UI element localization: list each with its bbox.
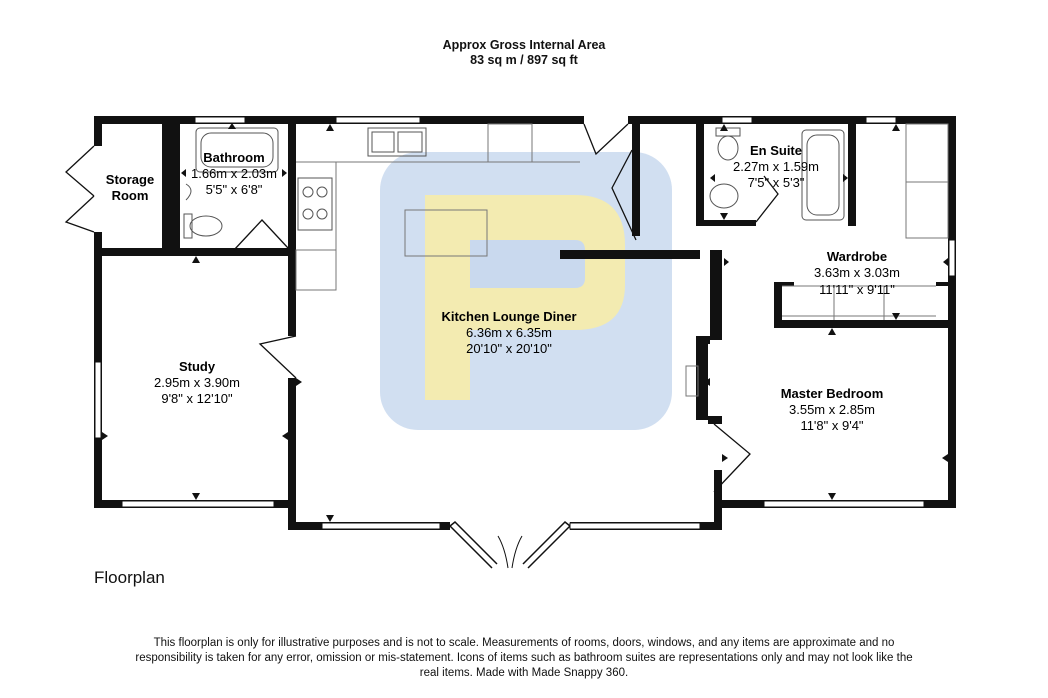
toilet-icon [183,127,741,239]
room-bathroom-label: Bathroom 1.66m x 2.03m 5'5" x 6'8" [191,150,277,197]
kitchen-name: Kitchen Lounge Diner [441,309,576,324]
storage-name-line1: Storage [106,172,154,187]
study-name: Study [179,359,216,374]
disclaimer-text: This floorplan is only for illustrative … [135,637,913,679]
wardrobe-rail [782,285,936,320]
watermark-logo-icon [380,152,672,430]
study-imperial: 9'8" x 12'10" [161,391,233,406]
ensuite-metric: 2.27m x 1.59m [733,159,819,174]
kitchen-imperial: 20'10" x 20'10" [466,341,552,356]
ensuite-imperial: 7'5" x 5'3" [748,175,805,190]
kitchen-units [295,123,949,397]
door-swing-icon [64,123,779,493]
area-title: Approx Gross Internal Area [442,38,606,52]
storage-name-line2: Room [112,188,149,203]
master-metric: 3.55m x 2.85m [789,402,875,417]
dimension-arrow-icon [102,123,948,522]
area-header: Approx Gross Internal Area 83 sq m / 897… [0,38,1048,68]
wardrobe-imperial: 11'11" x 9'11" [819,282,895,297]
room-ensuite-label: En Suite 2.27m x 1.59m 7'5" x 5'3" [733,143,819,190]
bathroom-imperial: 5'5" x 6'8" [206,182,263,197]
windows [94,116,956,530]
ensuite-name: En Suite [750,143,802,158]
floorplan-label: Floorplan [94,568,165,587]
hob-icon [297,177,333,231]
area-value: 83 sq m / 897 sq ft [470,53,578,67]
sink-icon [185,127,739,209]
bathroom-metric: 1.66m x 2.03m [191,166,277,181]
room-study-label: Study 2.95m x 3.90m 9'8" x 12'10" [154,359,240,406]
wardrobe-metric: 3.63m x 3.03m [814,265,900,280]
room-storage-label: Storage Room [106,172,154,203]
room-wardrobe-label: Wardrobe 3.63m x 3.03m 11'11" x 9'11" [814,249,900,297]
master-name: Master Bedroom [781,386,884,401]
master-imperial: 11'8" x 9'4" [800,418,863,433]
study-metric: 2.95m x 3.90m [154,375,240,390]
kitchen-metric: 6.36m x 6.35m [466,325,552,340]
wardrobe-name: Wardrobe [827,249,887,264]
bath-icon [195,127,845,221]
room-kitchen-label: Kitchen Lounge Diner 6.36m x 6.35m 20'10… [441,309,576,356]
bathroom-name: Bathroom [203,150,264,165]
french-doors [449,520,571,569]
room-master-label: Master Bedroom 3.55m x 2.85m 11'8" x 9'4… [781,386,884,433]
